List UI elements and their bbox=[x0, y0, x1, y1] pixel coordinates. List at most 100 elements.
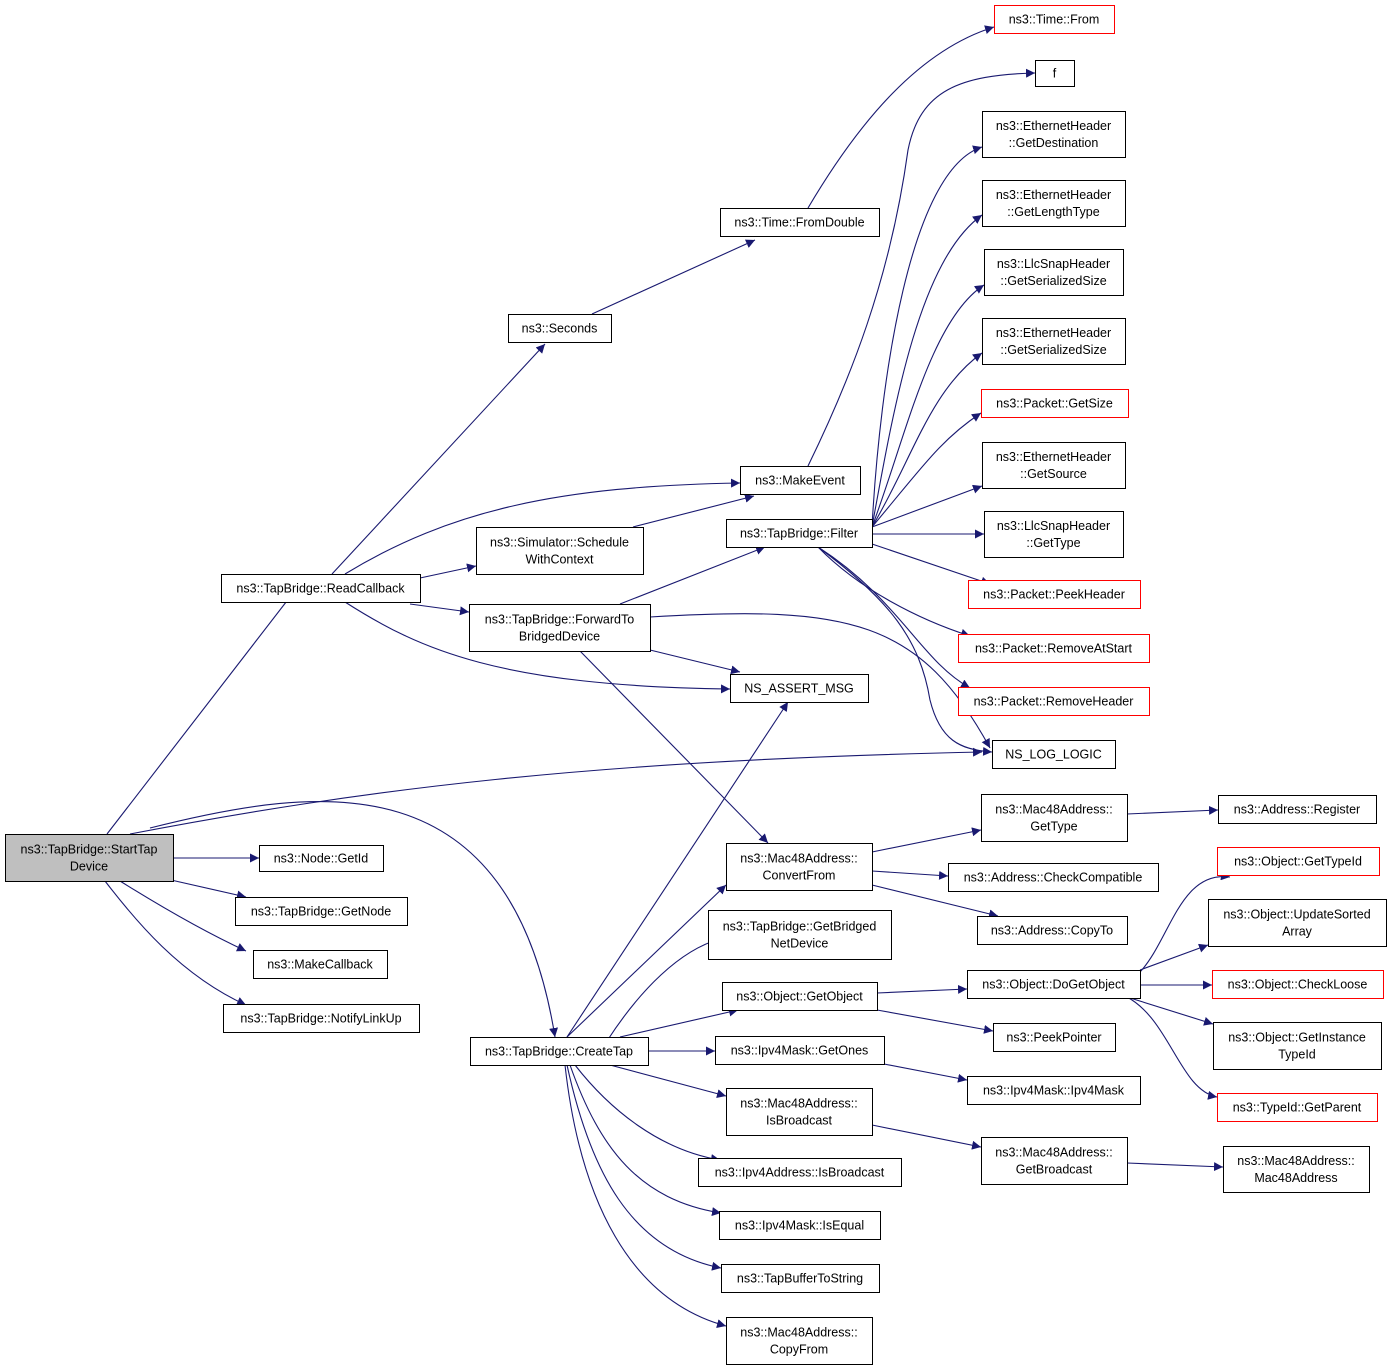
node-label: ns3::Ipv4Address::IsBroadcast bbox=[715, 1166, 885, 1180]
node-eth-getsource[interactable]: ns3::EthernetHeader::GetSource bbox=[982, 442, 1126, 489]
node-create-tap[interactable]: ns3::TapBridge::CreateTap bbox=[470, 1037, 649, 1066]
node-box bbox=[5, 834, 174, 882]
node-make-callback[interactable]: ns3::MakeCallback bbox=[253, 950, 388, 979]
node-mac48-copyfrom[interactable]: ns3::Mac48Address::CopyFrom bbox=[726, 1317, 873, 1365]
call-edge bbox=[876, 984, 968, 994]
node-filter[interactable]: ns3::TapBridge::Filter bbox=[726, 519, 873, 548]
node-get-node[interactable]: ns3::TapBridge::GetNode bbox=[235, 897, 408, 926]
node-box bbox=[259, 845, 384, 872]
node-f[interactable]: f bbox=[1035, 60, 1075, 87]
node-box bbox=[994, 5, 1115, 34]
node-mac48-gettype[interactable]: ns3::Mac48Address::GetType bbox=[981, 794, 1128, 842]
node-label: f bbox=[1053, 67, 1057, 81]
node-box bbox=[1213, 1022, 1382, 1070]
node-label: ns3::Ipv4Mask::GetOnes bbox=[731, 1044, 869, 1058]
node-tapbuffer-tostring[interactable]: ns3::TapBufferToString bbox=[721, 1264, 880, 1293]
node-label: TypeId bbox=[1278, 1048, 1316, 1062]
call-edge bbox=[104, 880, 247, 1006]
node-ns-assert-msg[interactable]: NS_ASSERT_MSG bbox=[730, 674, 869, 703]
node-eth-getdest[interactable]: ns3::EthernetHeader::GetDestination bbox=[982, 111, 1126, 158]
node-label: ns3::TapBridge::Filter bbox=[740, 527, 858, 541]
call-edge bbox=[579, 650, 769, 844]
node-label: ns3::TapBridge::NotifyLinkUp bbox=[240, 1012, 401, 1026]
node-obj-dogetobject[interactable]: ns3::Object::DoGetObject bbox=[967, 970, 1141, 999]
node-label: ns3::TapBridge::StartTap bbox=[21, 843, 158, 857]
node-label: ns3::Packet::GetSize bbox=[996, 397, 1113, 411]
node-label: ns3::MakeEvent bbox=[755, 474, 845, 488]
node-obj-gettypeid[interactable]: ns3::Object::GetTypeId bbox=[1217, 847, 1380, 876]
node-llc-getsersize[interactable]: ns3::LlcSnapHeader::GetSerializedSize bbox=[984, 249, 1124, 296]
node-label: ns3::TapBridge::GetNode bbox=[251, 905, 391, 919]
node-peek-pointer[interactable]: ns3::PeekPointer bbox=[993, 1023, 1116, 1052]
node-ipv4mask-getones[interactable]: ns3::Ipv4Mask::GetOnes bbox=[715, 1036, 885, 1065]
call-edge bbox=[331, 343, 546, 575]
node-obj-checkloose[interactable]: ns3::Object::CheckLoose bbox=[1212, 970, 1384, 999]
node-label: ns3::LlcSnapHeader bbox=[997, 257, 1110, 271]
node-addr-register[interactable]: ns3::Address::Register bbox=[1218, 795, 1377, 824]
node-box bbox=[722, 982, 878, 1011]
node-ipv4addr-isbroadcast[interactable]: ns3::Ipv4Address::IsBroadcast bbox=[698, 1158, 902, 1187]
node-label: ns3::Object::GetObject bbox=[736, 990, 863, 1004]
node-box bbox=[223, 1004, 420, 1033]
node-label: ns3::Packet::RemoveHeader bbox=[974, 695, 1134, 709]
node-label: ns3::Address::Register bbox=[1234, 803, 1360, 817]
node-pkt-removeatstart[interactable]: ns3::Packet::RemoveAtStart bbox=[958, 634, 1150, 663]
node-notify-linkup[interactable]: ns3::TapBridge::NotifyLinkUp bbox=[223, 1004, 420, 1033]
node-box bbox=[948, 863, 1159, 892]
node-read-callback[interactable]: ns3::TapBridge::ReadCallback bbox=[221, 574, 421, 603]
node-box bbox=[968, 580, 1141, 609]
call-edge bbox=[149, 801, 558, 1038]
node-box bbox=[730, 674, 869, 703]
node-box bbox=[1035, 60, 1075, 87]
node-make-event[interactable]: ns3::MakeEvent bbox=[740, 466, 861, 495]
node-label: ns3::Object::GetTypeId bbox=[1234, 855, 1362, 869]
call-edge bbox=[566, 701, 789, 1038]
node-llc-gettype[interactable]: ns3::LlcSnapHeader::GetType bbox=[984, 511, 1124, 558]
call-edge bbox=[817, 546, 993, 756]
node-mac48-ctor[interactable]: ns3::Mac48Address::Mac48Address bbox=[1223, 1146, 1370, 1193]
node-seconds[interactable]: ns3::Seconds bbox=[508, 314, 612, 343]
node-label: ns3::TapBridge::ForwardTo bbox=[485, 613, 634, 627]
node-ipv4mask-ctor[interactable]: ns3::Ipv4Mask::Ipv4Mask bbox=[967, 1076, 1141, 1105]
node-mac48-isbroadcast[interactable]: ns3::Mac48Address::IsBroadcast bbox=[726, 1088, 873, 1136]
call-edge bbox=[1126, 996, 1214, 1026]
node-time-fromdouble[interactable]: ns3::Time::FromDouble bbox=[720, 208, 880, 237]
node-label: ns3::Simulator::Schedule bbox=[490, 536, 629, 550]
node-ipv4mask-isequal[interactable]: ns3::Ipv4Mask::IsEqual bbox=[719, 1211, 881, 1240]
node-addr-copyto[interactable]: ns3::Address::CopyTo bbox=[977, 916, 1128, 945]
node-addr-checkcompat[interactable]: ns3::Address::CheckCompatible bbox=[948, 863, 1159, 892]
node-pkt-removeheader[interactable]: ns3::Packet::RemoveHeader bbox=[958, 687, 1150, 716]
node-ns-log-logic[interactable]: NS_LOG_LOGIC bbox=[992, 740, 1116, 769]
node-label: ::GetType bbox=[1026, 536, 1080, 550]
node-mac48-getbroadcast[interactable]: ns3::Mac48Address::GetBroadcast bbox=[981, 1137, 1128, 1185]
node-node-getid[interactable]: ns3::Node::GetId bbox=[259, 845, 384, 872]
node-box bbox=[698, 1158, 902, 1187]
node-obj-getobject[interactable]: ns3::Object::GetObject bbox=[722, 982, 878, 1011]
node-eth-getlentype[interactable]: ns3::EthernetHeader::GetLengthType bbox=[982, 180, 1126, 227]
call-edge bbox=[871, 214, 983, 528]
node-eth-getsersize[interactable]: ns3::EthernetHeader::GetSerializedSize bbox=[982, 318, 1126, 365]
call-edge bbox=[1126, 1162, 1224, 1172]
node-time-from[interactable]: ns3::Time::From bbox=[994, 5, 1115, 34]
node-pkt-peekheader[interactable]: ns3::Packet::PeekHeader bbox=[968, 580, 1141, 609]
node-box bbox=[981, 794, 1128, 842]
call-edge bbox=[871, 543, 991, 586]
call-edge bbox=[817, 546, 971, 638]
node-box bbox=[476, 527, 644, 575]
node-pkt-getsize[interactable]: ns3::Packet::GetSize bbox=[981, 389, 1129, 418]
node-box bbox=[984, 249, 1124, 296]
node-box bbox=[721, 1264, 880, 1293]
node-box bbox=[235, 897, 408, 926]
node-box bbox=[958, 687, 1150, 716]
node-mac48-convertfrom[interactable]: ns3::Mac48Address::ConvertFrom bbox=[726, 843, 873, 891]
call-edge bbox=[119, 880, 247, 952]
node-typeid-getparent[interactable]: ns3::TypeId::GetParent bbox=[1217, 1093, 1378, 1122]
node-label: ns3::Mac48Address:: bbox=[1237, 1154, 1354, 1168]
node-label: ns3::Packet::PeekHeader bbox=[983, 588, 1125, 602]
